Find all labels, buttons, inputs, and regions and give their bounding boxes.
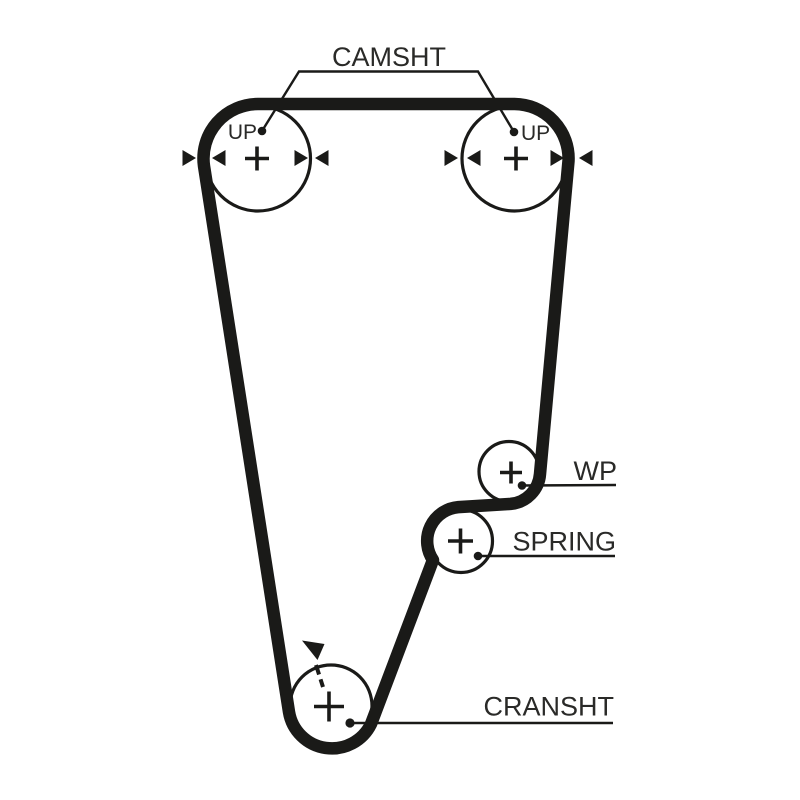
timing-dash-line: [314, 664, 325, 688]
cam-left-up-label: UP: [228, 121, 257, 144]
timing-belt: [197, 97, 575, 755]
pulleys: [203, 104, 569, 749]
leader-dots: [257, 126, 527, 728]
cam-right-up-label: UP: [521, 122, 550, 145]
water-pump-dot: [517, 481, 527, 490]
crankshaft-timing-pointer: [302, 640, 325, 688]
alignment-arrow-right-icon: [294, 150, 308, 166]
water-pump-label: WP: [574, 456, 618, 486]
labels: CAMSHT UP UP WP SPRING CRANSHT: [228, 42, 617, 722]
camshaft-left-timing-dot: [257, 126, 267, 136]
alignment-arrow-right-icon: [550, 150, 564, 166]
alignment-arrow-left-icon: [212, 150, 226, 166]
camshaft-right-timing-dot: [509, 127, 519, 137]
crankshaft-label: CRANSHT: [483, 692, 614, 722]
spring-dot: [473, 551, 483, 561]
timing-arrow-icon: [302, 640, 325, 660]
camshaft-left-center-mark-icon: [245, 146, 269, 171]
crankshaft-dot: [345, 718, 355, 728]
camshaft-right-center-mark-icon: [504, 146, 528, 171]
alignment-arrow-right-icon: [444, 150, 458, 166]
water-pump-center-mark-icon: [500, 461, 522, 484]
crankshaft-center-mark-icon: [314, 691, 344, 722]
alignment-arrow-right-icon: [182, 150, 196, 166]
camshaft-label: CAMSHT: [332, 42, 446, 72]
center-marks: [245, 146, 528, 722]
spring-label: SPRING: [512, 527, 616, 557]
alignment-arrows: [182, 150, 593, 166]
spring-center-mark-icon: [448, 528, 473, 554]
alignment-arrow-left-icon: [315, 150, 329, 166]
alignment-arrow-left-icon: [467, 150, 481, 166]
alignment-arrow-left-icon: [579, 150, 593, 166]
